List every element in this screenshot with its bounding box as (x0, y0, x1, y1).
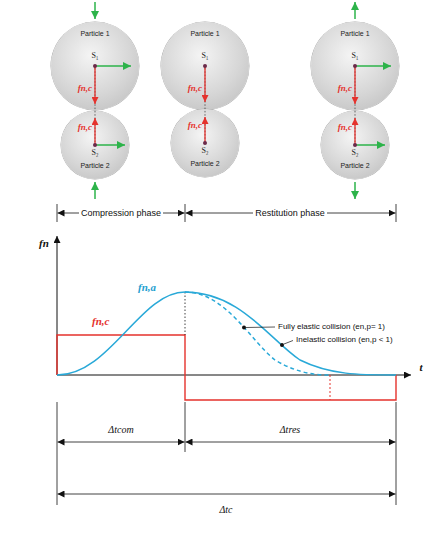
center-dot (203, 64, 207, 68)
contact-force-arrow (94, 118, 95, 145)
force-curve-rise (57, 292, 185, 375)
force-label: fn,c (188, 120, 202, 131)
curve-label: fn,c (92, 315, 109, 328)
duration-label: Δtcom (108, 424, 133, 436)
velocity-arrow (355, 65, 391, 67)
inelastic-curve (185, 292, 396, 375)
leader-line (284, 341, 293, 345)
center-label: S₂ (351, 148, 358, 158)
velocity-arrow (354, 2, 356, 19)
force-label: fn,c (338, 83, 352, 94)
contact-force-arrow (354, 66, 355, 104)
contact-force-arrow (204, 66, 205, 102)
duration-label: Δtres (280, 424, 301, 436)
center-label: S₁ (201, 51, 208, 61)
center-label: S₁ (91, 51, 98, 61)
center-label: S₂ (201, 146, 208, 156)
axis-label: t (419, 361, 422, 374)
phase-label: Compression phase (79, 208, 163, 219)
bracket-tick (185, 204, 186, 222)
contact-force-step (57, 335, 396, 400)
center-dot (353, 64, 357, 68)
force-label: fn,c (78, 122, 92, 133)
center-dot (93, 143, 97, 147)
particle-name: Particle 1 (340, 30, 369, 38)
particle-name: Particle 1 (80, 30, 109, 38)
velocity-arrow (95, 144, 125, 146)
velocity-arrow (354, 182, 356, 199)
elastic-curve (185, 292, 330, 375)
duration-label: Δtc (219, 504, 232, 516)
force-label: fn,c (78, 83, 92, 94)
dimension-line (58, 442, 185, 443)
extension-line (185, 402, 186, 452)
particle-name: Particle 2 (340, 162, 369, 170)
phase-label: Restitution phase (253, 208, 327, 219)
velocity-arrow (94, 2, 96, 19)
bracket-tick (396, 204, 397, 222)
velocity-arrow (94, 182, 96, 199)
force-label: fn,c (338, 122, 352, 133)
extension-line (396, 402, 397, 505)
leader-dot (242, 326, 246, 330)
contact-force-arrow (94, 66, 95, 104)
leader-line (246, 327, 275, 329)
elastic-end-line (330, 375, 331, 400)
curve-note: Inelastic collision (en,p < 1) (296, 335, 393, 345)
center-label: S₂ (91, 148, 98, 158)
center-dot (203, 141, 207, 145)
dimension-line (58, 494, 396, 495)
contact-force-arrow (204, 117, 205, 143)
center-dot (93, 64, 97, 68)
contact-force-arrow (354, 118, 355, 145)
velocity-arrow (95, 65, 131, 67)
dimension-line (186, 442, 396, 443)
curve-label: fn,a (138, 281, 156, 294)
extension-line (57, 402, 58, 505)
curve-note: Fully elastic collision (en,p= 1) (278, 322, 385, 332)
particle-name: Particle 1 (190, 30, 219, 38)
particle-name: Particle 2 (190, 160, 219, 168)
force-label: fn,c (188, 83, 202, 94)
center-dot (353, 143, 357, 147)
center-label: S₁ (351, 51, 358, 61)
peak-line (185, 292, 186, 335)
velocity-arrow (355, 144, 385, 146)
particle-name: Particle 2 (80, 162, 109, 170)
bracket-tick (57, 204, 58, 222)
axis-label: fn (39, 237, 49, 250)
leader-dot (280, 343, 284, 347)
